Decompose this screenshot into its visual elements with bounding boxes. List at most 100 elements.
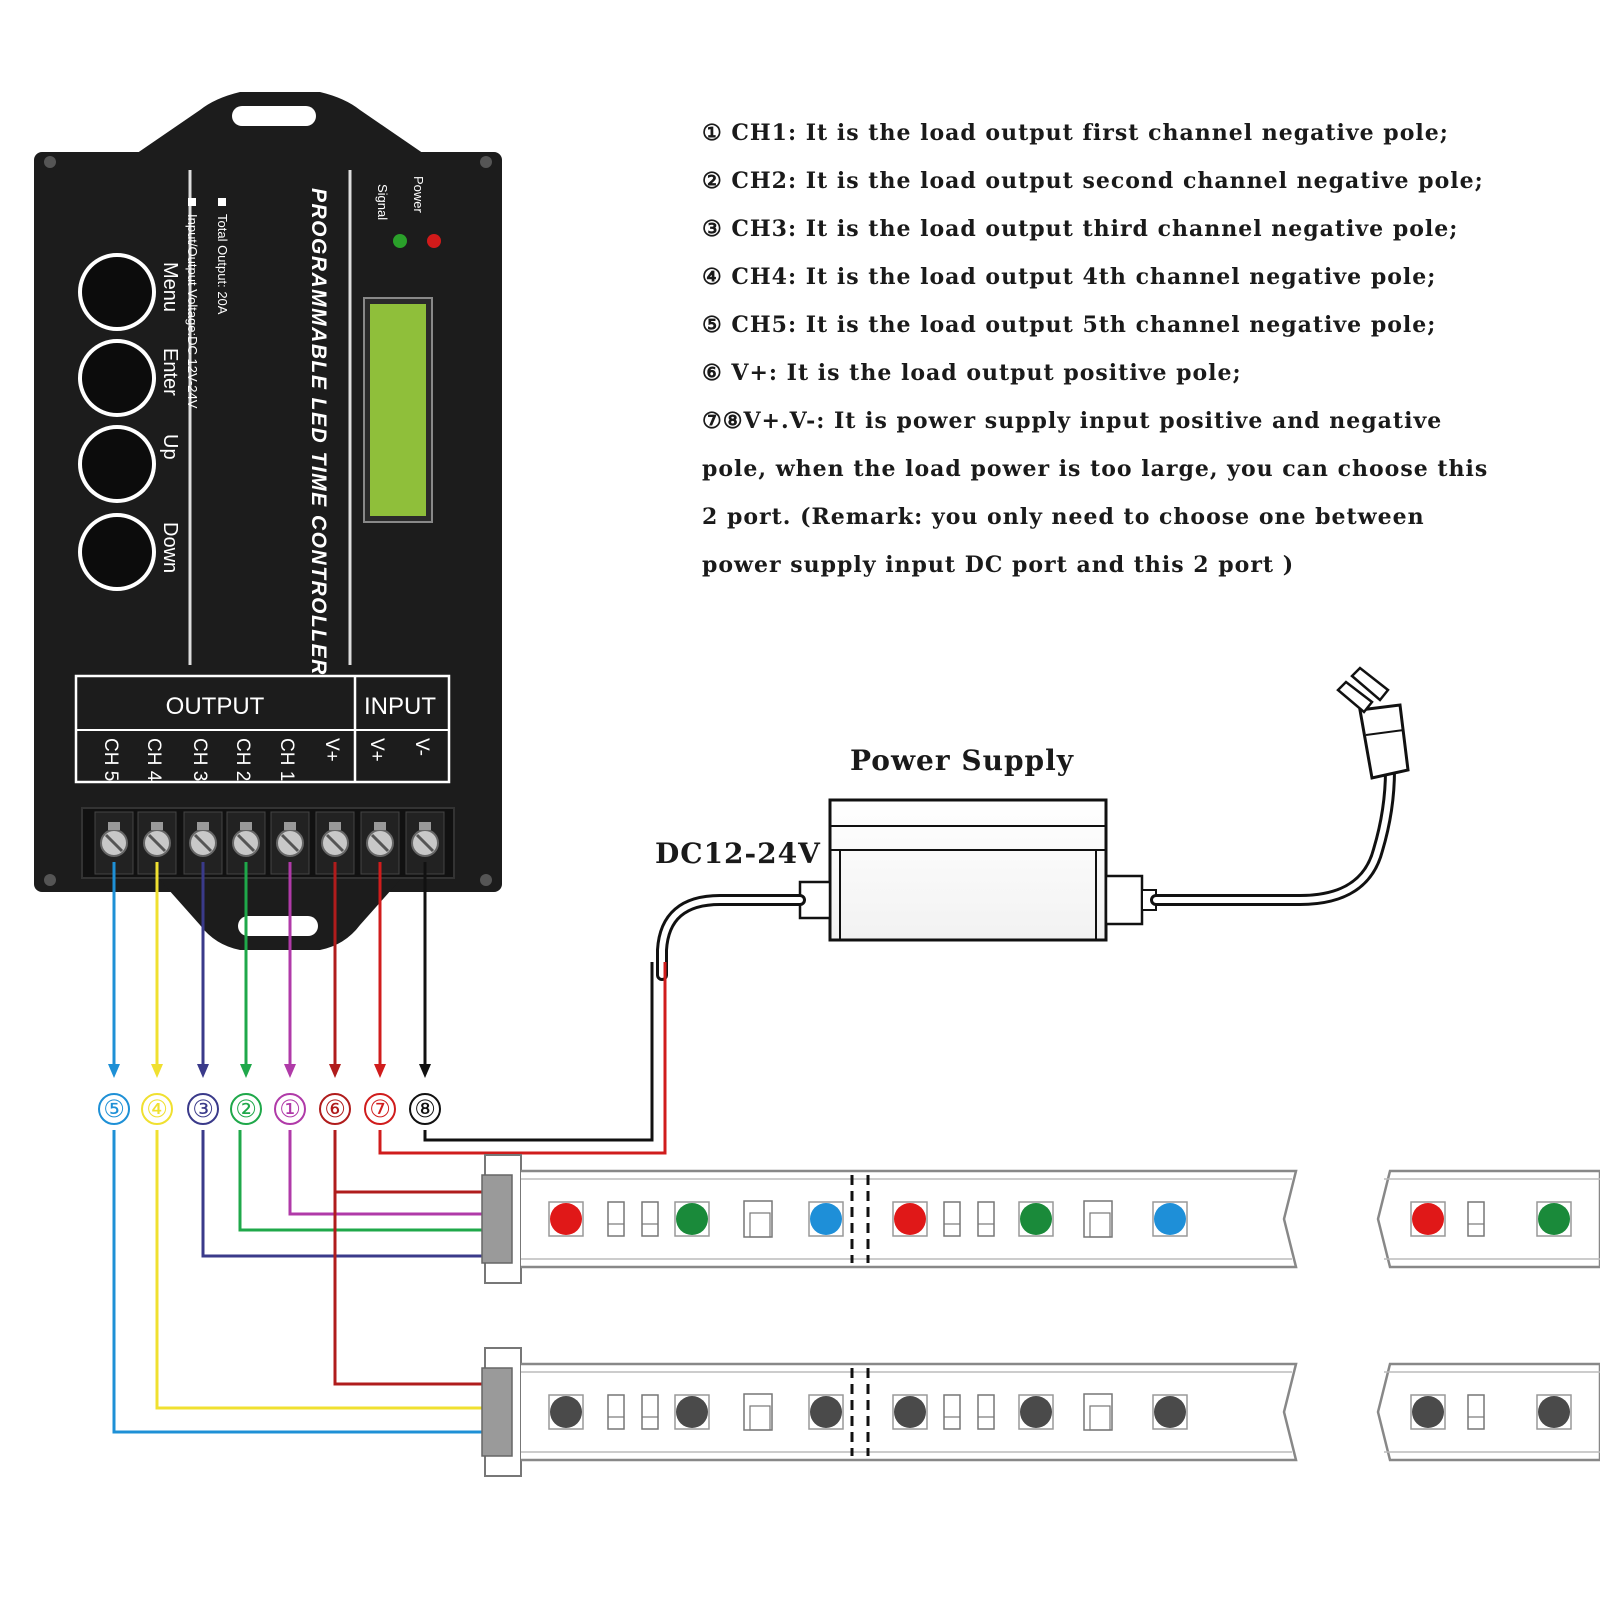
screw-icon (480, 874, 492, 886)
dc-cable-highlight (659, 897, 803, 978)
resistor-icon (943, 1394, 961, 1430)
strip-connector (481, 1174, 513, 1264)
bullet-icon (188, 198, 196, 206)
pin-marker-label: ⑥ (324, 1095, 346, 1123)
resistor-icon (607, 1394, 625, 1430)
led-chip-icon (1410, 1394, 1446, 1430)
wires (108, 862, 667, 1434)
led-chip-icon (892, 1394, 928, 1430)
arrow-head-icon (240, 1064, 252, 1078)
button-cap[interactable] (82, 343, 152, 413)
led-chip-icon (1152, 1394, 1188, 1430)
strip-body-far (1376, 1362, 1600, 1462)
button-label: Down (159, 522, 181, 573)
resistor-icon (607, 1201, 625, 1237)
led-chip-icon (1536, 1394, 1572, 1430)
bottom-mount-slot (238, 916, 318, 936)
ic-chip-icon (743, 1393, 773, 1431)
description-line: ⑥ V+: It is the load output positive pol… (702, 360, 1242, 386)
button-label: Up (159, 434, 181, 460)
pin-marker: ⑧ (409, 1093, 441, 1125)
terminal-label-group: CH 3 (189, 738, 210, 781)
pin-marker-label: ④ (146, 1095, 168, 1123)
terminal-label: CH 3 (189, 738, 210, 781)
arrow-head-icon (151, 1064, 163, 1078)
led-chip-icon (1410, 1201, 1446, 1237)
controller-button-down[interactable]: Down (78, 513, 181, 591)
description-line: ① CH1: It is the load output first chann… (702, 120, 1449, 146)
terminal-label-group: V+ (321, 738, 342, 762)
pin-marker: ⑦ (364, 1093, 396, 1125)
lcd-screen (370, 304, 426, 516)
description-line: ③ CH3: It is the load output third chann… (702, 216, 1458, 242)
button-label-group: Up (159, 434, 181, 460)
bullet-icon (218, 198, 226, 206)
pin-marker: ⑥ (319, 1093, 351, 1125)
indicator-power-label-group: Power (411, 176, 426, 214)
arrow-head-icon (374, 1064, 386, 1078)
screw-icon (44, 874, 56, 886)
ac-cable (1150, 764, 1396, 906)
terminal-screws (94, 811, 445, 875)
strip-body-far (1376, 1169, 1600, 1269)
resistor-icon (977, 1201, 995, 1237)
button-cap[interactable] (82, 517, 152, 587)
description-line: ④ CH4: It is the load output 4th channel… (702, 264, 1436, 290)
terminal-label: CH 2 (232, 738, 253, 781)
led-chip-icon (892, 1201, 928, 1237)
power-indicator-label: Power (411, 176, 426, 214)
led-chip-icon (548, 1394, 584, 1430)
led-chip-icon (808, 1201, 844, 1237)
description-line: ② CH2: It is the load output second chan… (702, 168, 1484, 194)
led-chip-icon (808, 1394, 844, 1430)
arrow-head-icon (419, 1064, 431, 1078)
led-chip-icon (1018, 1201, 1054, 1237)
led-chip-icon (548, 1201, 584, 1237)
led-strips (481, 1154, 1600, 1477)
arrow-head-icon (108, 1064, 120, 1078)
power-led-icon (427, 234, 441, 248)
indicator-signal-label-group: Signal (375, 184, 390, 220)
controller-button-enter[interactable]: Enter (78, 339, 181, 417)
terminal-label-group: CH 5 (100, 738, 121, 781)
controller-button-up[interactable]: Up (78, 425, 181, 503)
resistor-icon (977, 1394, 995, 1430)
terminal-label: CH 1 (276, 738, 297, 781)
pin-marker-label: ⑧ (414, 1095, 436, 1123)
led-chip-icon (674, 1201, 710, 1237)
description-line: ⑤ CH5: It is the load output 5th channel… (702, 312, 1436, 338)
button-cap[interactable] (82, 257, 152, 327)
top-mount-slot (232, 106, 316, 126)
description-line: 2 port. (Remark: you only need to choose… (702, 504, 1425, 530)
wire-vplus-strip2 (333, 1192, 494, 1386)
controller-button-menu[interactable]: Menu (78, 253, 181, 331)
pin-marker-label: ② (235, 1095, 257, 1123)
output-label: OUTPUT (166, 693, 265, 720)
resistor-icon (943, 1201, 961, 1237)
terminal-screw-icon (270, 811, 310, 875)
input-label: INPUT (364, 693, 436, 720)
spec-block: Total Output: 20A Input/Output Voltage:D… (185, 198, 230, 409)
pin-marker: ③ (187, 1093, 219, 1125)
terminal-screw-icon (360, 811, 400, 875)
button-cap[interactable] (82, 429, 152, 499)
ac-plug-icon (1336, 666, 1410, 780)
description-line: pole, when the load power is too large, … (702, 456, 1488, 482)
strip-connector (481, 1367, 513, 1457)
ac-cable-highlight (1153, 767, 1393, 903)
resistor-icon (1467, 1394, 1485, 1430)
terminal-label-group: V+ (366, 738, 387, 762)
led-chip-icon (1152, 1201, 1188, 1237)
terminal-label: CH 4 (143, 738, 164, 782)
spec-total-output: Total Output: 20A (215, 214, 230, 315)
description-line: power supply input DC port and this 2 po… (702, 552, 1294, 578)
terminal-label-group: CH 4 (143, 738, 164, 782)
description-line: ⑦⑧V+.V-: It is power supply input positi… (702, 408, 1442, 434)
wire-ch1-strip1 (288, 1130, 494, 1216)
power-supply-title: Power Supply (850, 744, 1074, 777)
